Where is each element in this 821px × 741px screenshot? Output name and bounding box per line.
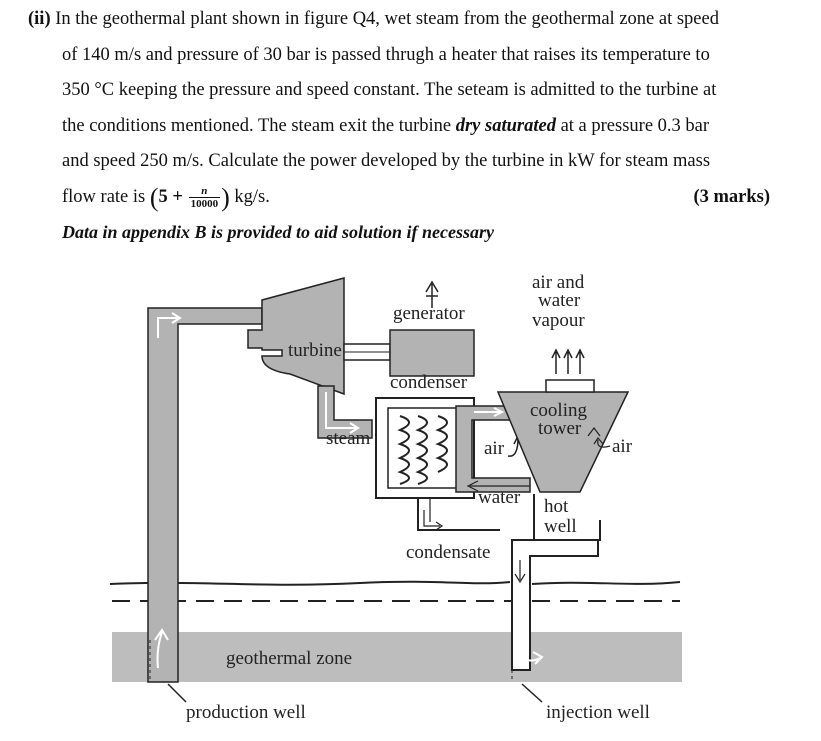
production-flow-arrow-bottom	[156, 631, 163, 669]
question-line-5: and speed 250 m/s. Calculate the power d…	[62, 151, 711, 171]
question-line-3: 350 °C keeping the pressure and speed co…	[62, 80, 717, 100]
condenser-label: condenser	[390, 372, 468, 393]
production-well-leader	[167, 683, 187, 703]
water-label: water	[478, 487, 521, 508]
injection-well-label: injection well	[546, 702, 650, 723]
condensate-pipe	[417, 498, 500, 531]
air-water-vapour-label-3: vapour	[532, 310, 585, 331]
air-water-vapour-label-2: water	[538, 290, 581, 311]
air-right-arrow	[593, 436, 611, 448]
steam-label: steam	[326, 428, 371, 449]
vapour-arrows	[551, 348, 585, 374]
production-well-pipe	[147, 307, 263, 683]
question-line-2: of 140 m/s and pressure of 30 bar is pas…	[62, 44, 710, 65]
injection-flow-arrow	[519, 640, 541, 662]
hot-well-label-1: hot	[544, 496, 569, 517]
ground-surface-line-right	[531, 581, 681, 585]
marks-label: (3 marks)	[693, 186, 770, 207]
injection-well-leader	[521, 683, 543, 703]
geothermal-zone-label: geothermal zone	[226, 648, 352, 669]
generator-label: generator	[393, 303, 465, 324]
question-text: (ii) In the geothermal plant shown in fi…	[28, 0, 808, 215]
dry-saturated-emphasis: dry saturated	[455, 115, 556, 136]
air-water-vapour-label-1: air and	[532, 272, 585, 293]
production-well-label: production well	[186, 702, 306, 723]
power-output-arrow	[425, 280, 439, 308]
question-line-1: In the geothermal plant shown in figure …	[55, 9, 719, 29]
turbine-label: turbine	[288, 340, 342, 361]
ground-surface-line	[109, 580, 511, 586]
formula-base: 5 +	[158, 186, 183, 207]
geothermal-zone-band	[112, 632, 682, 682]
turbine-body	[247, 277, 345, 396]
generator-box	[389, 329, 475, 377]
condenser-coil	[397, 415, 410, 485]
cooling-tower-label-1: cooling	[530, 400, 587, 421]
cooling-tower-label-2: tower	[538, 418, 582, 439]
production-flow-arrow-top	[157, 317, 178, 338]
air-right-label: air	[612, 436, 633, 457]
air-inner-label: air	[484, 438, 505, 459]
question-number: (ii)	[28, 9, 51, 29]
question-line-4: the conditions mentioned. The steam exit…	[62, 115, 710, 136]
condensate-label: condensate	[406, 542, 490, 563]
steam-exhaust-pipe	[317, 385, 373, 439]
hot-well-label-2: well	[544, 516, 577, 537]
data-note: Data in appendix B is provided to aid so…	[62, 222, 495, 242]
